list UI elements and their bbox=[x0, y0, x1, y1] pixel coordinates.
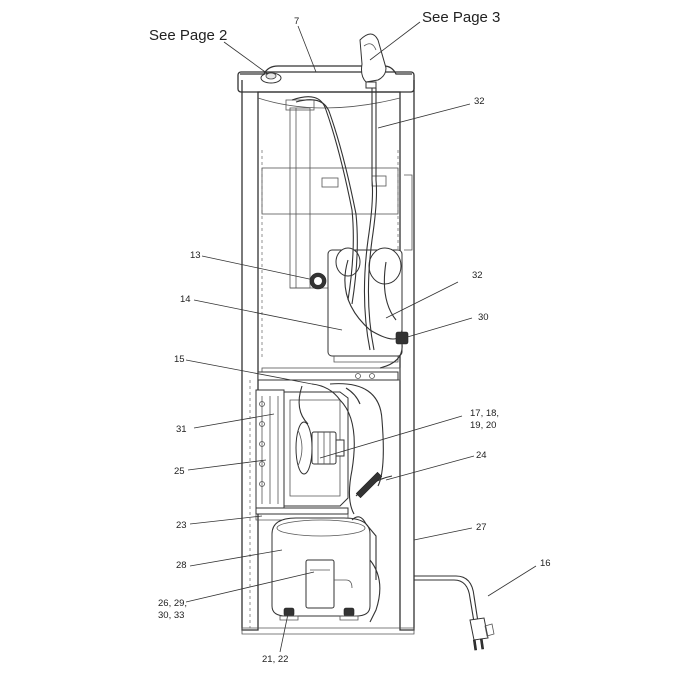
callout-24: 24 bbox=[476, 450, 487, 461]
part-callouts: 7 32 13 32 14 30 15 17, 18, 19, 20 31 24… bbox=[158, 16, 551, 665]
condenser bbox=[255, 389, 285, 509]
callout-32-mid: 32 bbox=[472, 270, 483, 281]
thermostat-capillary bbox=[379, 331, 409, 369]
callout-7: 7 bbox=[294, 16, 299, 27]
reference-labels: See Page 2 See Page 3 bbox=[149, 9, 500, 44]
callout-23: 23 bbox=[176, 520, 187, 531]
upper-mounting-plate bbox=[261, 167, 399, 215]
leader-lines bbox=[185, 21, 537, 653]
callout-26-line2: 30, 33 bbox=[158, 610, 184, 621]
see-page-2-label: See Page 2 bbox=[149, 27, 227, 44]
see-page-3-label: See Page 3 bbox=[422, 9, 500, 26]
callout-32-top: 32 bbox=[474, 96, 485, 107]
fan-motor-assembly bbox=[295, 421, 345, 475]
top-cover bbox=[240, 65, 412, 84]
callout-26-line1: 26, 29, bbox=[158, 598, 187, 609]
filter-drier bbox=[355, 471, 393, 499]
refrigeration-lines bbox=[298, 383, 384, 515]
callout-13: 13 bbox=[190, 250, 201, 261]
plug bbox=[469, 617, 495, 651]
strainer bbox=[309, 272, 327, 290]
callout-21-22: 21, 22 bbox=[262, 654, 288, 665]
callout-28: 28 bbox=[176, 560, 187, 571]
callout-14: 14 bbox=[180, 294, 191, 305]
power-cord bbox=[414, 575, 479, 623]
callout-16: 16 bbox=[540, 558, 551, 569]
callout-30: 30 bbox=[478, 312, 489, 323]
compressor-mounts bbox=[279, 607, 359, 621]
callout-17-line1: 17, 18, bbox=[470, 408, 499, 419]
callout-25: 25 bbox=[174, 466, 185, 477]
callout-17-line2: 19, 20 bbox=[470, 420, 496, 431]
base-plate bbox=[257, 371, 399, 381]
bubbler-spout bbox=[359, 33, 387, 89]
callout-27: 27 bbox=[476, 522, 487, 533]
callout-15: 15 bbox=[174, 354, 185, 365]
callout-31: 31 bbox=[176, 424, 187, 435]
